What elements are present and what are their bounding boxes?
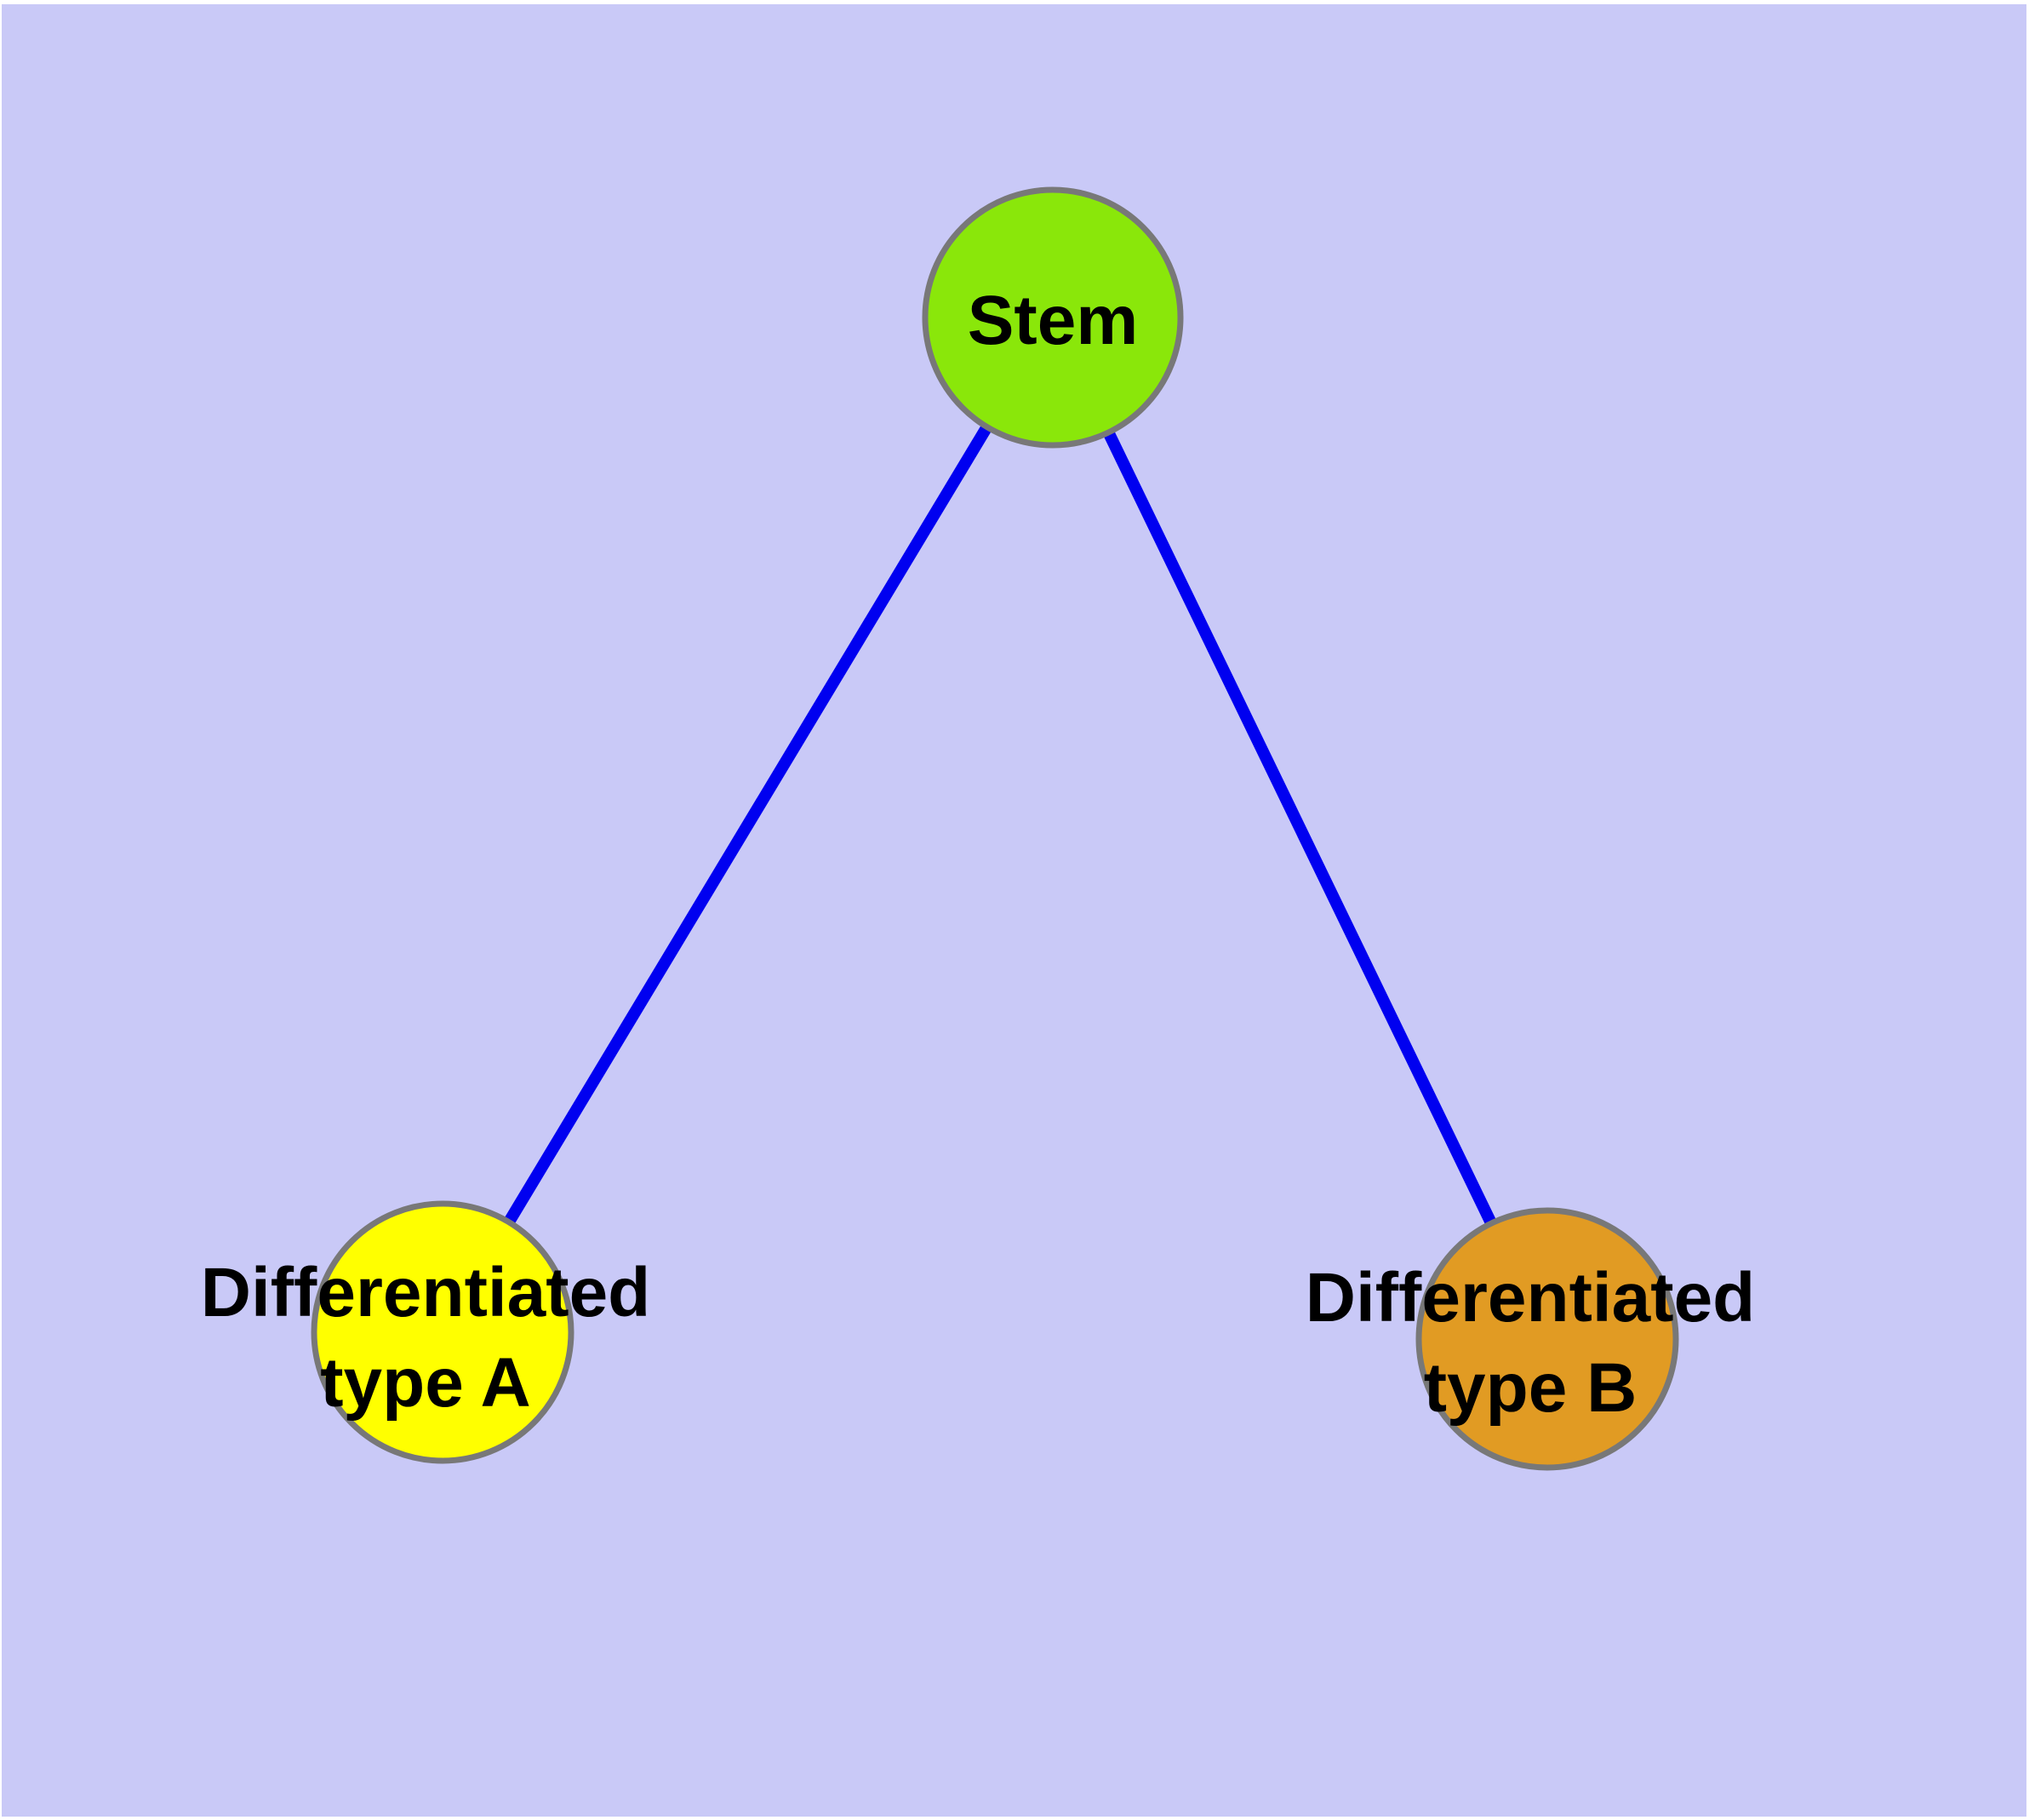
edge-stem-to-type-a xyxy=(437,314,1058,1336)
node-type-b-label: Differentiated type B xyxy=(1306,1253,1756,1434)
node-stem xyxy=(922,186,1184,449)
node-stem-label: Stem xyxy=(968,276,1139,366)
node-type-b-label-line2: type B xyxy=(1423,1349,1637,1427)
node-type-a-label-line1: Differentiated xyxy=(200,1254,651,1331)
edge-stem-to-type-b xyxy=(1047,314,1553,1342)
node-type-b xyxy=(1415,1207,1679,1471)
node-type-a-label: Differentiated type A xyxy=(201,1248,651,1428)
node-type-a-label-line2: type A xyxy=(320,1344,531,1422)
node-type-b-label-line1: Differentiated xyxy=(1305,1259,1756,1336)
node-type-a xyxy=(311,1200,574,1464)
node-stem-label-line1: Stem xyxy=(967,282,1139,359)
